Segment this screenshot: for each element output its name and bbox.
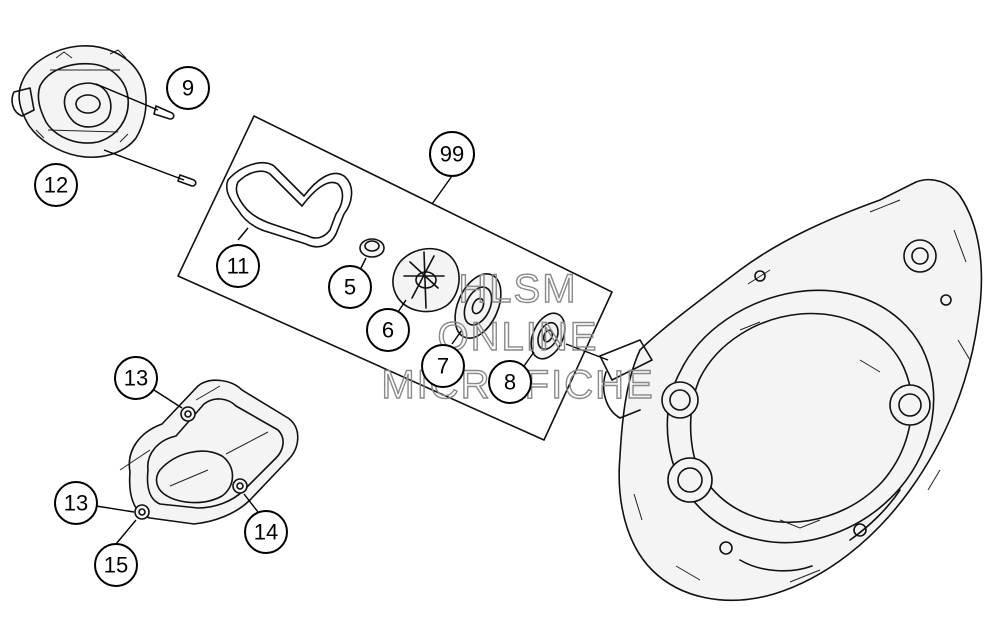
callout-6[interactable]: 6: [366, 308, 410, 352]
kit-99-outline: [177, 115, 613, 441]
callout-11[interactable]: 11: [216, 244, 260, 288]
callout-15[interactable]: 15: [94, 543, 138, 587]
callout-13-bottom[interactable]: 13: [54, 481, 98, 525]
bearing-8: [523, 312, 609, 367]
callout-9-label: 9: [182, 76, 194, 101]
pump-cover-pins: [95, 83, 197, 187]
pump-cover-outer: [95, 379, 299, 545]
callout-8[interactable]: 8: [488, 360, 532, 404]
callout-6-label: 6: [382, 318, 394, 343]
engine-side-cover: [599, 178, 983, 602]
callout-99[interactable]: 99: [429, 131, 475, 177]
callout-12-label: 12: [44, 173, 68, 198]
callout-7-label: 7: [437, 354, 449, 379]
callout-8-label: 8: [504, 370, 516, 395]
callout-99-label: 99: [440, 142, 464, 167]
callout-14-label: 14: [254, 520, 278, 545]
impeller-6: [392, 247, 460, 313]
watermark-line-2: ONLINE: [438, 315, 599, 359]
callout-11-label: 11: [227, 254, 250, 279]
gasket-11: [225, 162, 353, 248]
callout-13-bottom-label: 13: [64, 491, 88, 516]
callout-9[interactable]: 9: [166, 66, 210, 110]
callout-5-label: 5: [344, 275, 356, 300]
callout-5[interactable]: 5: [328, 265, 372, 309]
callout-7[interactable]: 7: [421, 344, 465, 388]
callout-13-top[interactable]: 13: [114, 356, 158, 400]
callout-14[interactable]: 14: [244, 510, 288, 554]
bushing-5: [359, 238, 385, 271]
callout-13-top-label: 13: [124, 366, 148, 391]
callout-12[interactable]: 12: [34, 163, 78, 207]
pump-cover-top: [11, 45, 147, 158]
seal-7: [451, 273, 502, 345]
callout-15-label: 15: [104, 553, 128, 578]
watermark-line-1: HLSM: [458, 267, 577, 311]
